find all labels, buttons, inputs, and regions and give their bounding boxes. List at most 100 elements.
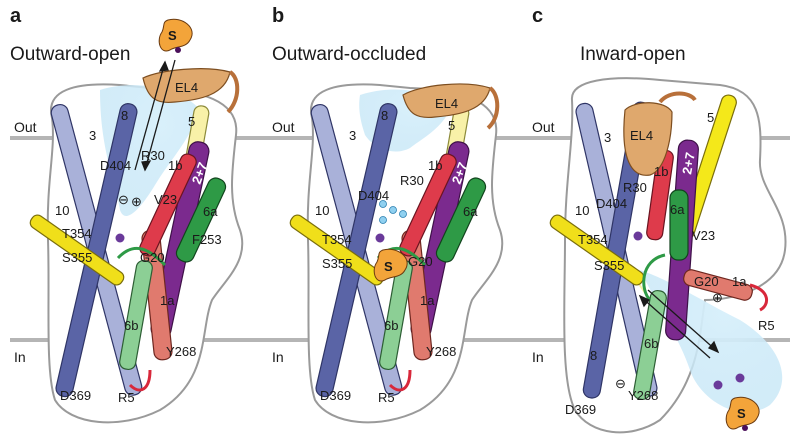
residue-s355: S355 <box>594 258 624 273</box>
helix-10 <box>549 214 645 286</box>
helix-10 <box>29 214 125 286</box>
ion-site <box>375 233 385 243</box>
helix-10-label: 10 <box>575 203 589 218</box>
el4-tail <box>658 91 697 104</box>
residue-r5: R5 <box>378 390 395 405</box>
helix-6a-label: 6a <box>463 204 478 219</box>
residue-t354: T354 <box>62 226 92 241</box>
state-title: Outward-open <box>10 44 130 65</box>
panel-a: a Outward-open Out In S <box>10 5 244 424</box>
charge-minus: ⊖ <box>615 376 626 391</box>
state-title: Outward-occluded <box>272 44 426 65</box>
substrate-dot <box>742 425 748 431</box>
residue-r30: R30 <box>623 180 647 195</box>
residue-f253: F253 <box>192 232 222 247</box>
el4-loop <box>623 102 673 176</box>
helix-10 <box>289 214 385 286</box>
helix-3 <box>315 103 398 398</box>
helix-2-7-label: 2+7 <box>449 160 471 186</box>
state-title: Inward-open <box>580 44 686 65</box>
helix-8-label: 8 <box>121 108 128 123</box>
residue-y268: Y268 <box>426 344 456 359</box>
helix-6b-label: 6b <box>644 336 658 351</box>
residue-r5: R5 <box>118 390 135 405</box>
out-label: Out <box>14 119 37 135</box>
diffusion-arrows <box>134 59 176 172</box>
helix-6-linker <box>642 253 666 302</box>
residue-d369: D369 <box>565 402 596 417</box>
helix-1a-label: 1a <box>160 293 175 308</box>
residue-d404: D404 <box>358 188 389 203</box>
el4-label: EL4 <box>435 96 458 111</box>
residue-r30: R30 <box>400 173 424 188</box>
helix-6b-label: 6b <box>124 318 138 333</box>
el4-tail <box>226 70 240 114</box>
helix-2-7-label: 2+7 <box>189 160 211 186</box>
substrate-label: S <box>384 259 393 274</box>
residue-d369: D369 <box>60 388 91 403</box>
helix-6b <box>633 289 667 401</box>
released-ion <box>713 380 723 390</box>
residue-r5: R5 <box>758 318 775 333</box>
el4-loop <box>142 68 231 104</box>
residue-v23: V23 <box>154 192 177 207</box>
in-label: In <box>272 349 284 365</box>
helix-6a-label: 6a <box>670 202 685 217</box>
residue-y268: Y268 <box>628 388 658 403</box>
helix-1a-label: 1a <box>732 274 747 289</box>
in-label: In <box>532 349 544 365</box>
ion-site <box>115 233 125 243</box>
in-label: In <box>14 349 26 365</box>
substrate-blob <box>158 18 193 52</box>
helix-8-label: 8 <box>590 348 597 363</box>
helix-8-label: 8 <box>381 108 388 123</box>
panel-letter: c <box>532 5 543 27</box>
helix-6a <box>669 189 689 261</box>
release-arrows <box>638 289 720 359</box>
helix-10-label: 10 <box>55 203 69 218</box>
released-ion <box>735 373 745 383</box>
helix-1b <box>139 153 197 257</box>
r5-tail <box>128 369 152 392</box>
helix-6-linker <box>116 246 167 267</box>
helix-1b-label: 1b <box>428 158 442 173</box>
helix-5-label: 5 <box>707 110 714 125</box>
helix-10-label: 10 <box>315 203 329 218</box>
water-chain <box>379 200 407 224</box>
r5-tail <box>388 369 412 392</box>
panel-c: c Inward-open Out In S <box>532 5 787 434</box>
helix-6a <box>435 177 487 263</box>
out-label: Out <box>272 119 295 135</box>
residue-g20: G20 <box>694 274 719 289</box>
substrate-blob <box>373 248 408 282</box>
helix-1b-label: 1b <box>168 158 182 173</box>
residue-v23: V23 <box>692 228 715 243</box>
residue-r30: R30 <box>141 148 165 163</box>
helix-1a-label: 1a <box>420 293 435 308</box>
helix-6b <box>119 259 153 371</box>
helix-5-label: 5 <box>448 118 455 133</box>
residue-g20: G20 <box>140 250 165 265</box>
helix-6a <box>175 177 227 263</box>
panel-b: b Outward-occluded Out In S 3 8 5 <box>272 5 504 424</box>
substrate-label: S <box>737 406 746 421</box>
charge-plus: ⊕ <box>712 290 723 305</box>
helix-3 <box>55 103 138 398</box>
residue-s355: S355 <box>62 250 92 265</box>
helix-6a-label: 6a <box>203 204 218 219</box>
substrate-dot <box>175 47 181 53</box>
residue-d404: D404 <box>100 158 131 173</box>
residue-d369: D369 <box>320 388 351 403</box>
helix-3-label: 3 <box>349 128 356 143</box>
el4-loop <box>402 83 491 119</box>
el4-label: EL4 <box>630 128 653 143</box>
helix-1b-label: 1b <box>654 164 668 179</box>
r5-tail <box>749 283 769 312</box>
substrate-label: S <box>168 28 177 43</box>
el4-label: EL4 <box>175 80 198 95</box>
helix-1b <box>399 153 457 257</box>
residue-y268: Y268 <box>166 344 196 359</box>
helix-6b-label: 6b <box>384 318 398 333</box>
helix-5-label: 5 <box>188 114 195 129</box>
